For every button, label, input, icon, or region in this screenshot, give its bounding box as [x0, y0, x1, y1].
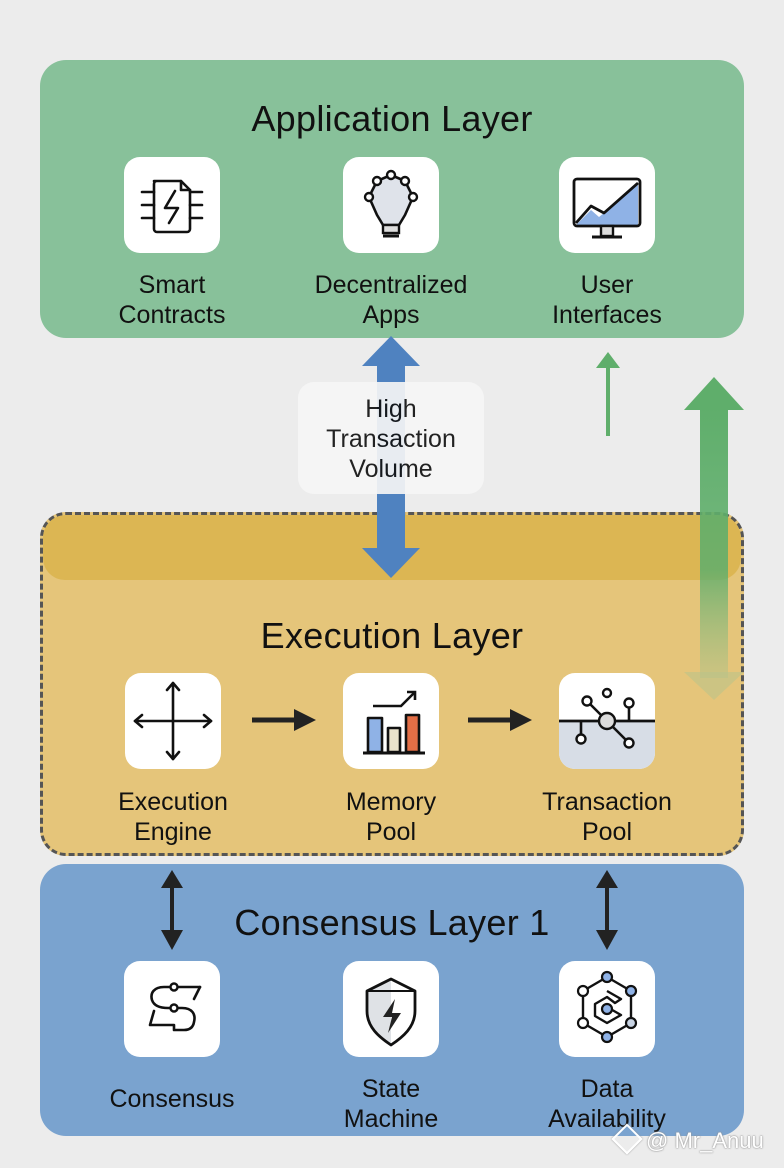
smart-contract-chip-icon — [124, 157, 220, 253]
s-circuit-icon — [124, 961, 220, 1057]
execution-engine-label: Execution Engine — [118, 788, 228, 846]
network-lightbulb-icon — [343, 157, 439, 253]
memory-pool-label: Memory Pool — [345, 788, 437, 846]
transaction-pool-label: Transaction Pool — [542, 788, 672, 846]
node-network-icon — [559, 673, 655, 769]
state-machine-label: State Machine — [343, 1075, 439, 1133]
smart-contracts-label: Smart Contracts — [118, 271, 226, 329]
application-layer: Application Layer Smart Contracts — [40, 60, 744, 338]
thin-arrow-up-user-interfaces — [596, 352, 620, 436]
decentralized-apps-label: Decentralized Apps — [314, 271, 468, 329]
application-layer-title: Application Layer — [251, 98, 533, 139]
execution-layer-header-band — [43, 515, 741, 580]
consensus-layer-title: Consensus Layer 1 — [234, 902, 550, 943]
consensus-label: Consensus — [109, 1085, 235, 1113]
monitor-chart-icon — [559, 157, 655, 253]
execution-layer-title: Execution Layer — [260, 615, 524, 656]
watermark: @ Mr_Anuu — [611, 1123, 764, 1155]
four-way-arrows-icon — [125, 673, 221, 769]
hexagon-network-icon — [559, 961, 655, 1057]
user-interfaces-label: User Interfaces — [552, 271, 662, 329]
high-transaction-volume-note: High Transaction Volume — [298, 382, 484, 494]
data-availability-label: Data Availability — [548, 1075, 666, 1133]
watermark-logo-icon — [611, 1123, 643, 1155]
execution-layer: Execution Layer Execution Engine Memory — [40, 512, 744, 856]
consensus-layer: Consensus Layer 1 Consensus State Machin… — [40, 864, 744, 1136]
bar-chart-trend-icon — [343, 673, 439, 769]
shield-bolt-icon — [343, 961, 439, 1057]
